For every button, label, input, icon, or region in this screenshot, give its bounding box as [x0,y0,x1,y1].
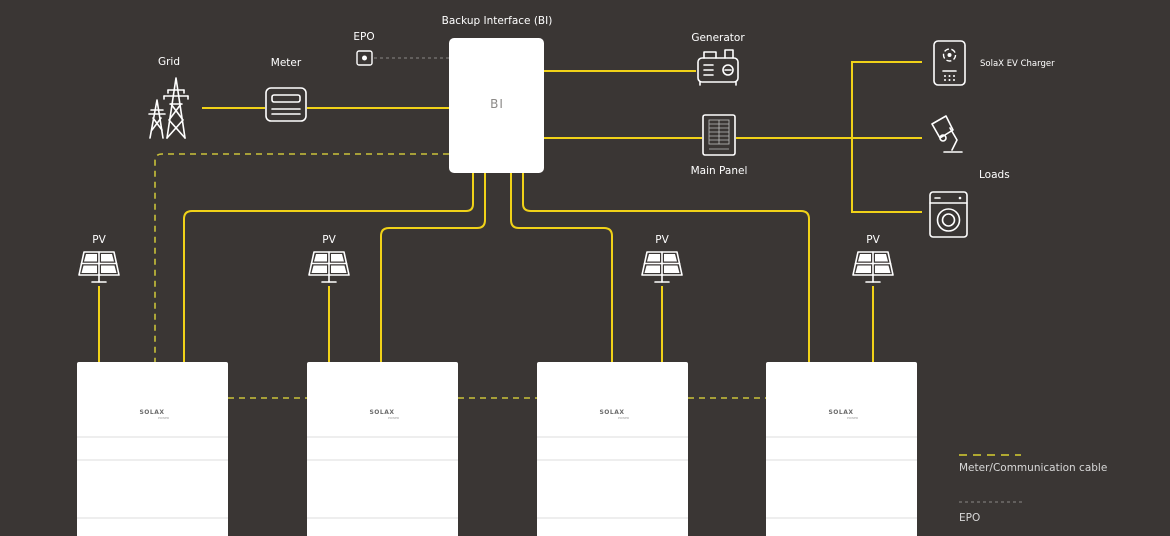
bi-battery1-cable [183,173,474,362]
main-panel-label: Main Panel [691,165,748,177]
washing-machine-icon [929,191,968,238]
battery-brand-sub-2: POWER [388,416,399,420]
battery-unit-2[interactable]: SOLAX POWER [307,362,458,536]
meter-label: Meter [271,57,302,69]
pv-label-3: PV [655,234,669,246]
legend: Meter/Communication cable EPO [959,454,1107,524]
generator-icon [697,49,739,86]
battery-brand-sub-3: POWER [618,416,629,420]
battery-brand-2: SOLAX [369,409,394,416]
pv-label-1: PV [92,234,106,246]
battery-brand-4: SOLAX [828,409,853,416]
solar-panel-icon [641,251,683,283]
bi-battery3-cable [510,173,613,362]
battery-unit-3[interactable]: SOLAX POWER [537,362,688,536]
meter-comm-cable [154,153,449,362]
backup-interface-box[interactable]: BI [449,38,544,173]
solar-panel-icon [852,251,894,283]
cables [98,57,922,399]
lamp-icon [931,115,963,153]
battery-unit-4[interactable]: SOLAX POWER [766,362,917,536]
transmission-tower-icon [148,77,189,139]
breaker-panel-icon [702,114,736,156]
battery-brand-3: SOLAX [599,409,624,416]
meter-icon [265,87,307,122]
epo-label: EPO [353,31,374,43]
battery-brand-1: SOLAX [139,409,164,416]
backup-interface-title: Backup Interface (BI) [442,15,553,27]
ev-charger-icon [933,40,966,86]
grid-label: Grid [158,56,180,68]
battery-unit-1[interactable]: SOLAX POWER [77,362,228,536]
battery-brand-sub-1: POWER [158,416,169,420]
solar-panel-icon [78,251,120,283]
bi-battery4-cable [522,173,810,362]
generator-label: Generator [691,32,745,44]
ev-charger-label: SolaX EV Charger [980,59,1055,69]
pv-label-2: PV [322,234,336,246]
bi-box-label: BI [490,97,504,111]
legend-epo-label: EPO [959,512,980,524]
pv-label-4: PV [866,234,880,246]
battery-brand-sub-4: POWER [847,416,858,420]
emergency-stop-icon[interactable] [356,50,373,66]
bi-battery2-cable [380,173,486,362]
loads-label: Loads [979,169,1010,181]
legend-comm-label: Meter/Communication cable [959,462,1107,474]
solar-panel-icon [308,251,350,283]
